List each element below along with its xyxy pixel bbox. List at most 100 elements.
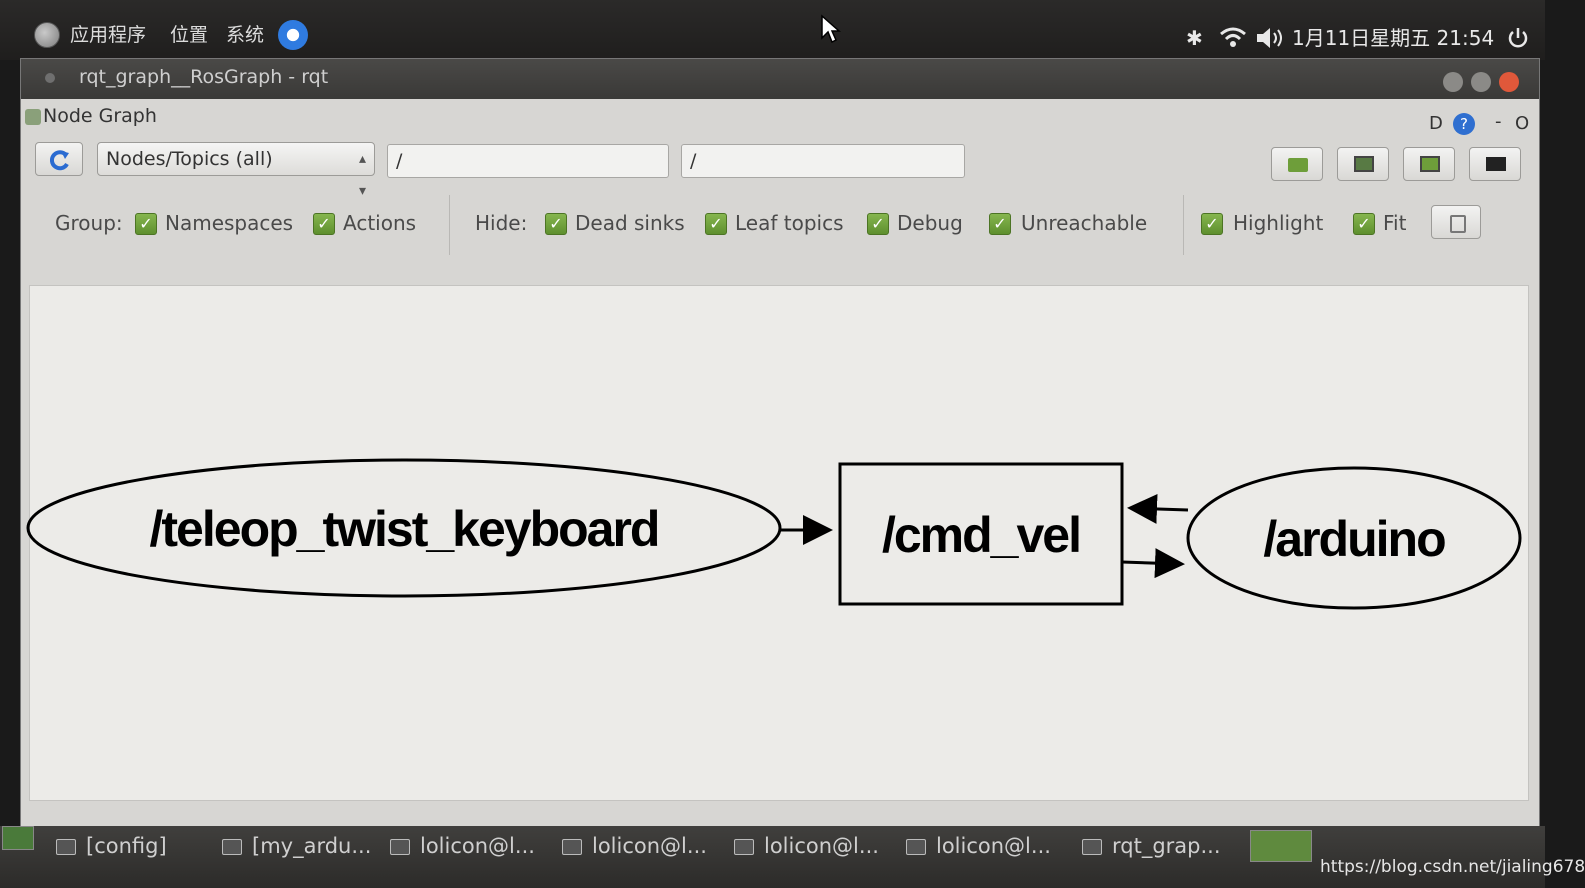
terminal-icon bbox=[734, 839, 754, 855]
save-image-icon bbox=[1354, 156, 1374, 172]
help-icon[interactable]: ? bbox=[1453, 113, 1475, 135]
save-svg-icon bbox=[1420, 156, 1440, 172]
taskbar-item-terminal-3[interactable]: lolicon@l... bbox=[734, 826, 879, 888]
chromium-icon[interactable] bbox=[278, 20, 308, 50]
save-dot-button[interactable] bbox=[1337, 147, 1389, 181]
unreachable-label[interactable]: Unreachable bbox=[1021, 211, 1148, 235]
actions-checkbox[interactable]: ✓ bbox=[313, 213, 335, 235]
terminal-icon bbox=[390, 839, 410, 855]
save-image-button[interactable] bbox=[1469, 147, 1521, 181]
fit-view-icon bbox=[1450, 215, 1466, 233]
mouse-cursor-icon bbox=[821, 14, 841, 44]
taskbar-item-terminal-2[interactable]: lolicon@l... bbox=[562, 826, 707, 888]
separator bbox=[1183, 195, 1184, 255]
bluetooth-icon[interactable]: ✱ bbox=[1186, 26, 1203, 50]
highlight-label[interactable]: Highlight bbox=[1233, 211, 1324, 235]
graph-type-value: Nodes/Topics (all) bbox=[106, 148, 273, 170]
taskbar-item-label: rqt_grap... bbox=[1112, 834, 1221, 858]
taskbar-item-label: lolicon@l... bbox=[420, 834, 535, 858]
menu-applications[interactable]: 应用程序 bbox=[70, 24, 147, 46]
taskbar-item-terminal-1[interactable]: lolicon@l... bbox=[390, 826, 535, 888]
taskbar-item-label: lolicon@l... bbox=[764, 834, 879, 858]
screen-icon bbox=[1486, 157, 1506, 171]
minimize-button[interactable] bbox=[1443, 72, 1463, 92]
group-label: Group: bbox=[55, 211, 123, 235]
taskbar-item-config[interactable]: [config] bbox=[56, 826, 167, 888]
graph-type-select[interactable]: Nodes/Topics (all) ▴▾ bbox=[97, 142, 375, 199]
topic-filter-input[interactable] bbox=[681, 144, 965, 178]
graph-node-label: /teleop_twist_keyboard bbox=[150, 501, 659, 557]
menu-system[interactable]: 系统 bbox=[226, 24, 265, 46]
namespaces-checkbox[interactable]: ✓ bbox=[135, 213, 157, 235]
close-button[interactable] bbox=[1499, 72, 1519, 92]
plugin-header: Node Graph D ? - O bbox=[21, 99, 1539, 135]
folder-icon bbox=[1288, 158, 1308, 172]
ubuntu-logo-icon[interactable] bbox=[34, 22, 60, 48]
node-filter-input[interactable] bbox=[387, 144, 669, 178]
dead-sinks-checkbox[interactable]: ✓ bbox=[545, 213, 567, 235]
unreachable-checkbox[interactable]: ✓ bbox=[989, 213, 1011, 235]
taskbar-item-label: [my_ardu... bbox=[252, 834, 372, 858]
load-dot-button[interactable] bbox=[1271, 147, 1323, 181]
window-titlebar[interactable]: rqt_graph__RosGraph - rqt bbox=[21, 59, 1539, 99]
plugin-icon bbox=[25, 109, 41, 125]
debug-label[interactable]: Debug bbox=[897, 211, 963, 235]
fit-checkbox[interactable]: ✓ bbox=[1353, 213, 1375, 235]
taskbar-item-rqt-graph[interactable]: rqt_grap... bbox=[1082, 826, 1221, 888]
graph-node-arduino[interactable]: /arduino bbox=[1186, 466, 1522, 610]
workspace-switcher[interactable] bbox=[1250, 830, 1312, 862]
rqt-window: rqt_graph__RosGraph - rqt Node Graph D ?… bbox=[20, 58, 1540, 828]
volume-icon[interactable] bbox=[1255, 26, 1287, 50]
graph-svg: /teleop_twist_keyboard /cmd_vel /arduino bbox=[26, 458, 1522, 610]
updown-arrows-icon: ▴▾ bbox=[358, 151, 366, 199]
taskbar-item-label: lolicon@l... bbox=[592, 834, 707, 858]
rqt-icon bbox=[1082, 839, 1102, 855]
plugin-close-button[interactable]: O bbox=[1515, 113, 1530, 134]
watermark: https://blog.csdn.net/jialing678 bbox=[1320, 857, 1585, 877]
show-desktop-icon[interactable] bbox=[2, 826, 34, 850]
leaf-topics-label[interactable]: Leaf topics bbox=[735, 211, 844, 235]
save-svg-button[interactable] bbox=[1403, 147, 1455, 181]
graph-node-label: /arduino bbox=[1263, 511, 1445, 567]
clock[interactable]: 1月11日星期五 21:54 bbox=[1292, 26, 1495, 50]
plugin-minimize-button[interactable]: - bbox=[1495, 111, 1502, 132]
refresh-icon bbox=[49, 150, 69, 171]
plugin-d-button[interactable]: D bbox=[1429, 113, 1443, 134]
folder-icon bbox=[56, 839, 76, 855]
namespaces-label[interactable]: Namespaces bbox=[165, 211, 294, 235]
refresh-button[interactable] bbox=[35, 142, 83, 176]
window-menu-icon[interactable] bbox=[45, 73, 55, 83]
wifi-icon[interactable] bbox=[1218, 26, 1248, 48]
debug-checkbox[interactable]: ✓ bbox=[867, 213, 889, 235]
toolbar: Nodes/Topics (all) ▴▾ bbox=[21, 137, 1539, 199]
power-icon[interactable] bbox=[1506, 26, 1530, 50]
highlight-checkbox[interactable]: ✓ bbox=[1201, 213, 1223, 235]
actions-label[interactable]: Actions bbox=[343, 211, 417, 235]
fit-label[interactable]: Fit bbox=[1383, 211, 1407, 235]
plugin-title: Node Graph bbox=[43, 105, 157, 127]
taskbar-item-my-ardu[interactable]: [my_ardu... bbox=[222, 826, 371, 888]
taskbar-item-label: [config] bbox=[86, 834, 167, 858]
menu-places[interactable]: 位置 bbox=[170, 24, 209, 46]
leaf-topics-checkbox[interactable]: ✓ bbox=[705, 213, 727, 235]
top-panel: 应用程序 位置 系统 ✱ 1月11日星期五 21:54 bbox=[0, 0, 1545, 60]
window-title: rqt_graph__RosGraph - rqt bbox=[79, 66, 329, 88]
options-row: Group: ✓ Namespaces ✓ Actions Hide: ✓ De… bbox=[21, 195, 1539, 255]
taskbar-item-terminal-4[interactable]: lolicon@l... bbox=[906, 826, 1051, 888]
maximize-button[interactable] bbox=[1471, 72, 1491, 92]
graph-node-teleop[interactable]: /teleop_twist_keyboard bbox=[26, 458, 782, 598]
hide-label: Hide: bbox=[475, 211, 528, 235]
graph-node-cmd-vel[interactable]: /cmd_vel bbox=[838, 462, 1124, 606]
terminal-icon bbox=[562, 839, 582, 855]
dead-sinks-label[interactable]: Dead sinks bbox=[575, 211, 685, 235]
graph-node-label: /cmd_vel bbox=[882, 507, 1080, 563]
graph-edge-cmd-vel-to-arduino[interactable] bbox=[1121, 548, 1185, 579]
taskbar-item-label: lolicon@l... bbox=[936, 834, 1051, 858]
terminal-icon bbox=[906, 839, 926, 855]
fit-in-view-button[interactable] bbox=[1431, 205, 1481, 239]
graph-edge-arduino-to-cmd-vel[interactable] bbox=[1127, 493, 1189, 524]
taskbar: [config] [my_ardu... lolicon@l... lolico… bbox=[0, 826, 1545, 888]
graph-canvas[interactable]: /teleop_twist_keyboard /cmd_vel /arduino bbox=[26, 285, 1529, 801]
editor-icon bbox=[222, 839, 242, 855]
separator bbox=[449, 195, 450, 255]
